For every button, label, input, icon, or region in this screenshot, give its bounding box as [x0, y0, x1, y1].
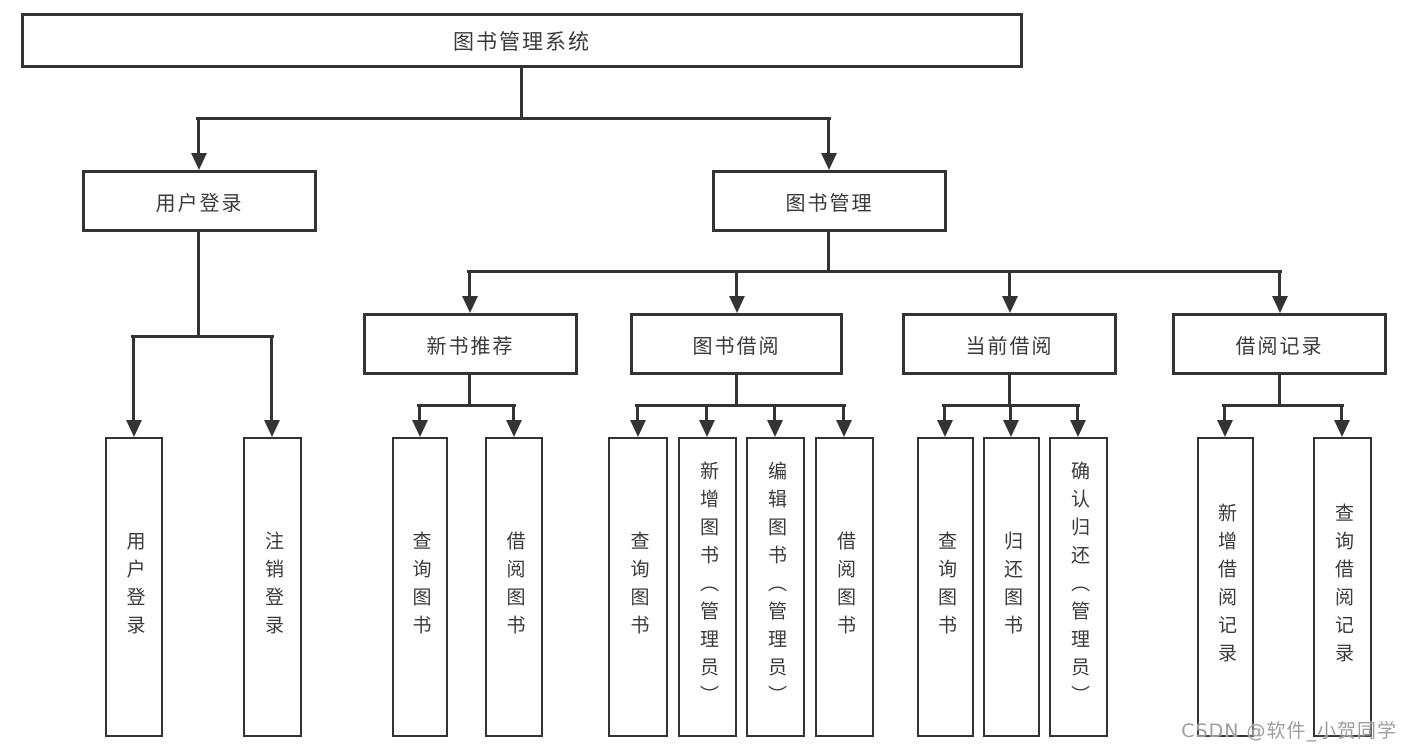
arrow-down-icon	[191, 153, 207, 170]
connector-line	[1223, 406, 1226, 421]
connector-line	[943, 406, 946, 421]
connector-line	[1278, 375, 1281, 406]
node-book-borrowing: 图书借阅	[630, 313, 843, 375]
leaf-borrow-books-borrowing: 借阅图书	[815, 437, 874, 737]
node-book-management: 图书管理	[712, 170, 947, 232]
leaf-label: 编辑图书（管理员）	[765, 461, 787, 713]
connector-line	[270, 337, 273, 421]
connector-line	[942, 404, 1080, 407]
arrow-down-icon	[836, 420, 852, 437]
leaf-label: 查询借阅记录	[1332, 503, 1354, 671]
leaf-edit-book-admin: 编辑图书（管理员）	[746, 437, 805, 737]
connector-line	[131, 335, 274, 338]
leaf-label: 借阅图书	[503, 531, 526, 643]
connector-line	[417, 404, 516, 407]
node-label: 图书管理	[785, 190, 874, 215]
arrow-down-icon	[1070, 420, 1086, 437]
arrow-down-icon	[1003, 420, 1019, 437]
connector-line	[773, 406, 776, 421]
arrow-down-icon	[1217, 420, 1233, 437]
node-label: 图书借阅	[692, 333, 781, 358]
connector-line	[1008, 375, 1011, 406]
connector-line	[196, 117, 831, 120]
leaf-label: 借阅图书	[834, 531, 856, 643]
connector-line	[705, 406, 708, 421]
leaf-logout: 注销登录	[243, 437, 302, 737]
arrow-down-icon	[729, 296, 745, 313]
leaf-query-books-recommend: 查询图书	[392, 437, 448, 737]
arrow-down-icon	[1334, 420, 1350, 437]
arrow-down-icon	[1002, 296, 1018, 313]
leaf-query-books-current: 查询图书	[917, 437, 974, 737]
leaf-label: 新增借阅记录	[1215, 503, 1237, 671]
connector-line	[636, 406, 639, 421]
connector-line	[467, 270, 1282, 273]
connector-line	[1278, 272, 1281, 298]
leaf-query-borrow-record: 查询借阅记录	[1313, 437, 1372, 737]
connector-line	[1076, 406, 1079, 421]
connector-line	[1340, 406, 1343, 421]
leaf-add-borrow-record: 新增借阅记录	[1197, 437, 1254, 737]
leaf-confirm-return-admin: 确认归还（管理员）	[1049, 437, 1108, 737]
leaf-label: 新增图书（管理员）	[697, 461, 719, 713]
connector-line	[468, 272, 471, 298]
leaf-label: 确认归还（管理员）	[1068, 461, 1090, 713]
connector-line	[197, 232, 200, 337]
leaf-label: 归还图书	[1001, 531, 1023, 643]
arrow-down-icon	[767, 420, 783, 437]
connector-line	[512, 406, 515, 421]
leaf-return-book: 归还图书	[983, 437, 1040, 737]
leaf-query-books-borrowing: 查询图书	[608, 437, 668, 737]
leaf-label: 查询图书	[935, 531, 957, 643]
node-new-book-recommend: 新书推荐	[363, 313, 578, 375]
leaf-borrow-books-recommend: 借阅图书	[485, 437, 543, 737]
leaf-label: 查询图书	[627, 531, 650, 643]
node-current-borrowing: 当前借阅	[902, 313, 1117, 375]
node-label: 用户登录	[155, 190, 244, 215]
leaf-label: 注销登录	[262, 531, 284, 643]
connector-line	[1222, 404, 1344, 407]
node-user-login: 用户登录	[82, 170, 317, 232]
node-label: 当前借阅	[965, 333, 1054, 358]
node-root: 图书管理系统	[21, 13, 1023, 68]
arrow-down-icon	[506, 420, 522, 437]
arrow-down-icon	[264, 420, 280, 437]
connector-line	[418, 406, 421, 421]
node-borrowing-records: 借阅记录	[1172, 313, 1387, 375]
connector-line	[842, 406, 845, 421]
connector-line	[1009, 406, 1012, 421]
connector-line	[132, 337, 135, 421]
connector-line	[468, 375, 471, 406]
leaf-user-login: 用户登录	[105, 437, 163, 737]
arrow-down-icon	[699, 420, 715, 437]
arrow-down-icon	[630, 420, 646, 437]
leaf-label: 用户登录	[123, 531, 146, 643]
leaf-add-book-admin: 新增图书（管理员）	[678, 437, 737, 737]
watermark: CSDN @软件_小贺同学	[1181, 720, 1397, 742]
arrow-down-icon	[821, 153, 837, 170]
arrow-down-icon	[412, 420, 428, 437]
leaf-label: 查询图书	[409, 531, 432, 643]
arrow-down-icon	[937, 420, 953, 437]
connector-line	[735, 375, 738, 406]
arrow-down-icon	[126, 420, 142, 437]
node-root-label: 图书管理系统	[453, 29, 591, 54]
connector-line	[1008, 272, 1011, 298]
connector-line	[827, 232, 830, 272]
connector-line	[635, 404, 846, 407]
connector-line	[197, 119, 200, 156]
arrow-down-icon	[462, 296, 478, 313]
connector-line	[735, 272, 738, 298]
node-label: 借阅记录	[1235, 333, 1324, 358]
arrow-down-icon	[1272, 296, 1288, 313]
connector-line	[520, 68, 523, 119]
connector-line	[827, 119, 830, 156]
node-label: 新书推荐	[426, 333, 515, 358]
